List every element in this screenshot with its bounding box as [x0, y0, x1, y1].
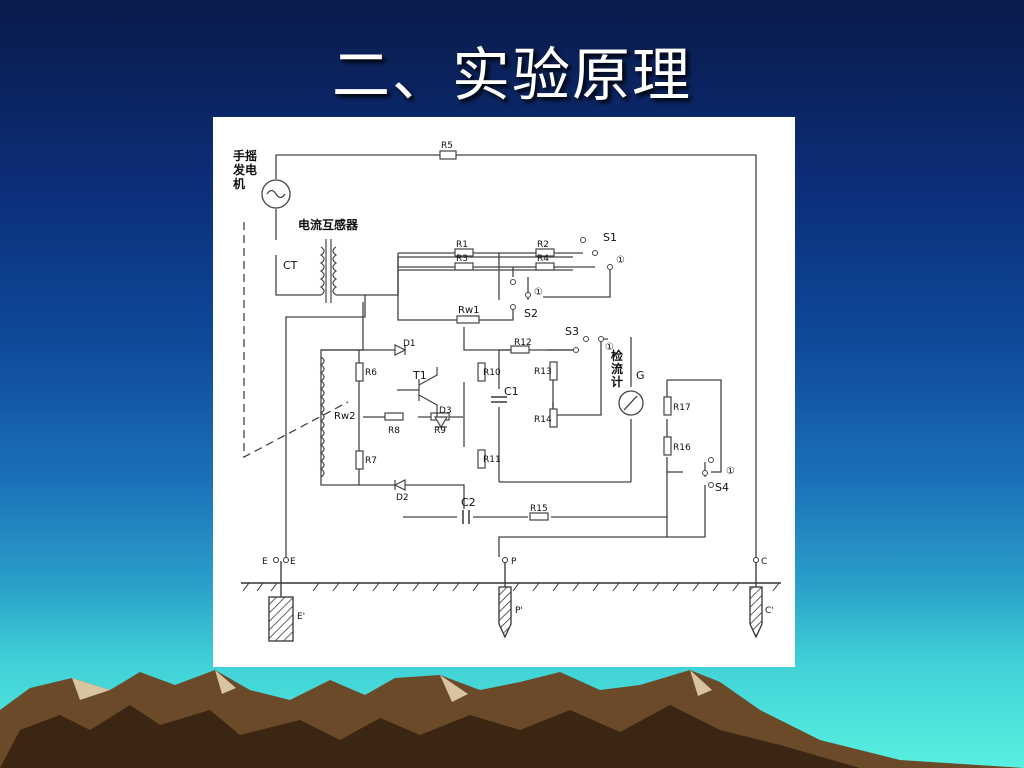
component-labels: 手摇 发电 机 电流互感器 CT R5 R1 R2 R3 R4 Rw1 Rw2 …	[232, 141, 774, 622]
capacitors	[462, 396, 507, 524]
label-ct-title: 电流互感器	[298, 217, 359, 232]
label-e-probe: E'	[297, 612, 305, 622]
label-g: G	[636, 369, 645, 382]
resistor-rw1	[456, 315, 480, 324]
label-c-probe: C'	[765, 606, 774, 616]
switch-contacts	[510, 237, 714, 488]
label-r8: R8	[388, 426, 400, 436]
label-s2-position: ①	[534, 287, 543, 298]
ground-and-probes	[241, 557, 781, 642]
resistor-r3	[454, 262, 474, 271]
label-r10: R10	[483, 368, 501, 378]
label-rw2: Rw2	[334, 411, 356, 422]
label-s1-position: ①	[616, 255, 625, 266]
label-galvanometer-1: 检	[611, 348, 623, 363]
resistor-r6	[355, 362, 364, 382]
galvanometer-symbol	[618, 390, 644, 416]
resistor-r2	[535, 248, 555, 257]
label-s2: S2	[524, 307, 538, 320]
resistors	[355, 150, 672, 521]
label-e-right: E	[290, 557, 296, 567]
label-p: P	[511, 557, 517, 567]
label-d3: D3	[439, 406, 452, 416]
label-rw1: Rw1	[458, 305, 480, 316]
diode-d2	[393, 479, 406, 491]
label-c1: C1	[504, 385, 519, 398]
label-galvanometer-3: 计	[611, 374, 623, 389]
resistor-r11	[477, 449, 486, 469]
generator-symbol	[261, 179, 291, 209]
label-ct: CT	[283, 259, 298, 272]
slide-title: 二、实验原理	[331, 41, 692, 109]
resistor-r14	[549, 408, 558, 428]
label-s4: S4	[715, 481, 729, 494]
resistor-r7	[355, 450, 364, 470]
current-transformer	[319, 239, 338, 303]
transformer-coil	[319, 356, 325, 478]
label-generator-1: 手摇	[233, 148, 257, 163]
mountain-decoration	[0, 670, 1024, 768]
resistor-r15	[529, 512, 549, 521]
label-r4: R4	[537, 254, 549, 264]
label-galvanometer-2: 流	[611, 361, 623, 376]
circuit-schematic: 手摇 发电 机 电流互感器 CT R5 R1 R2 R3 R4 Rw1 Rw2 …	[232, 141, 781, 642]
label-r7: R7	[365, 456, 377, 466]
label-s4-position: ①	[726, 466, 735, 477]
diode-d3	[433, 416, 449, 429]
label-r9: R9	[434, 426, 446, 436]
resistor-r1	[454, 248, 474, 257]
resistor-r17	[663, 396, 672, 416]
label-e-left: E	[262, 557, 268, 567]
label-generator-2: 发电	[232, 162, 257, 177]
resistor-r4	[535, 262, 555, 271]
label-d1: D1	[403, 339, 416, 349]
resistor-r5	[439, 150, 457, 160]
diode-d1	[394, 344, 407, 356]
label-p-probe: P'	[515, 606, 523, 616]
label-r16: R16	[673, 443, 691, 453]
label-r5: R5	[441, 141, 453, 151]
circuit-diagram: 手摇 发电 机 电流互感器 CT R5 R1 R2 R3 R4 Rw1 Rw2 …	[213, 117, 795, 667]
resistor-r12	[510, 345, 530, 354]
label-r17: R17	[673, 403, 691, 413]
label-r11: R11	[483, 455, 501, 465]
label-s1: S1	[603, 231, 617, 244]
label-r1: R1	[456, 240, 468, 250]
transistor-t1	[397, 367, 438, 417]
electrode-e-prime	[268, 596, 294, 642]
label-c: C	[761, 557, 767, 567]
label-d2: D2	[396, 493, 409, 503]
label-generator-3: 机	[233, 176, 245, 191]
resistor-r10	[477, 362, 486, 382]
label-c2: C2	[461, 496, 476, 509]
label-r3: R3	[456, 254, 468, 264]
resistor-r8	[384, 412, 404, 421]
label-s3: S3	[565, 325, 579, 338]
label-r2: R2	[537, 240, 549, 250]
wires	[243, 154, 757, 558]
label-s3-position: ①	[605, 342, 614, 353]
diodes	[393, 344, 449, 491]
label-r6: R6	[365, 368, 377, 378]
label-r13: R13	[534, 367, 552, 377]
label-r15: R15	[530, 504, 548, 514]
electrode-p-prime	[498, 586, 512, 639]
label-r14: R14	[534, 415, 552, 425]
label-t1: T1	[412, 369, 427, 382]
electrode-c-prime	[749, 586, 763, 639]
label-r12: R12	[514, 338, 532, 348]
resistor-r16	[663, 436, 672, 456]
resistor-r13	[549, 361, 558, 381]
